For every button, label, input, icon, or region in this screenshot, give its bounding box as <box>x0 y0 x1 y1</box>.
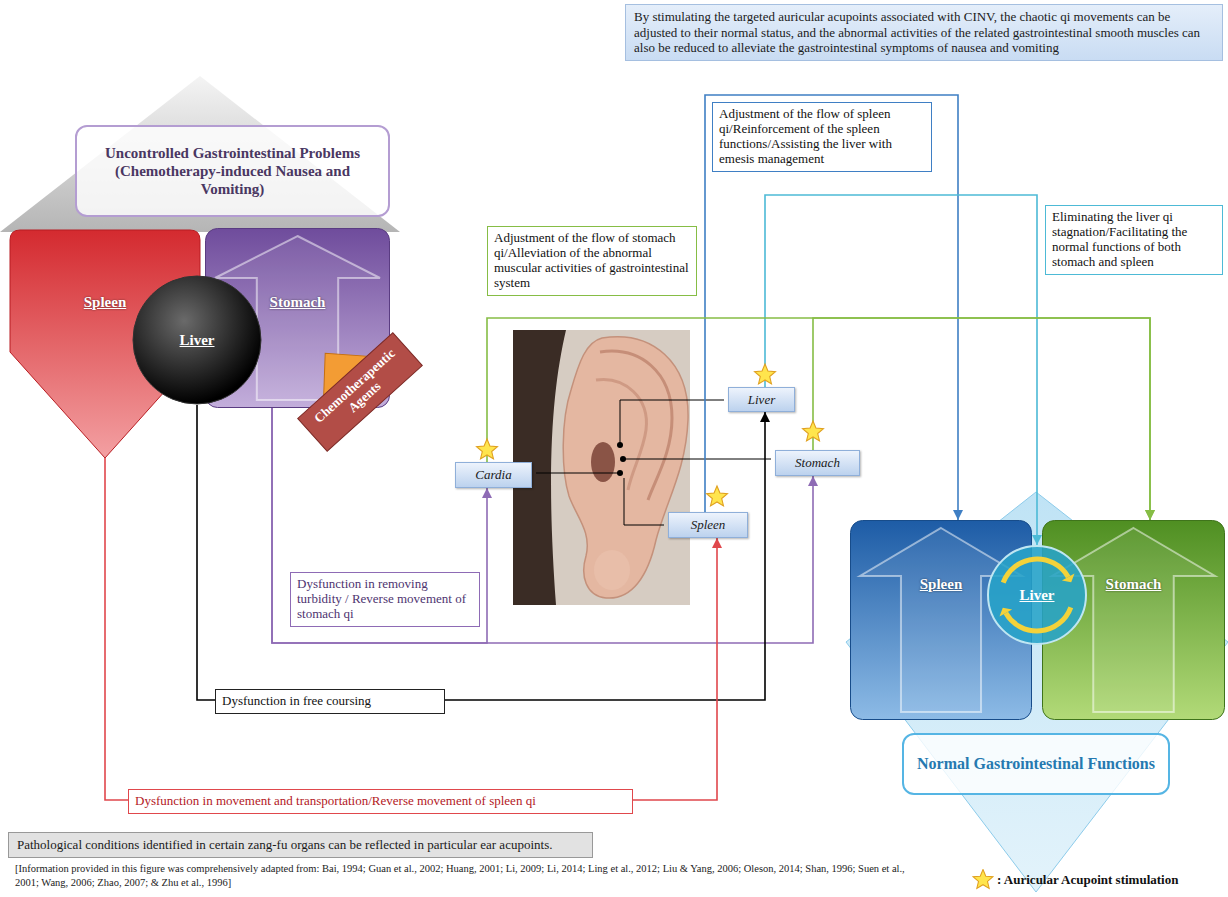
problem-heading: Uncontrolled Gastrointestinal Problems (… <box>75 125 390 217</box>
edge-label: Adjustment of the flow of spleen qi/Rein… <box>712 102 932 172</box>
legend-star-shape <box>973 870 993 889</box>
edge-label: Dysfunction in free coursing <box>215 689 445 714</box>
organ-block <box>1043 521 1225 720</box>
cycle-arrow <box>1003 559 1068 583</box>
summary-note: By stimulating the targeted auricular ac… <box>625 4 1223 61</box>
node-text: Cardia <box>475 467 511 483</box>
node-text: Stomach <box>795 455 840 471</box>
connector-line <box>813 318 1150 520</box>
connector-line <box>705 95 958 520</box>
legend-text: : Auricular Acupoint stimulation <box>997 872 1178 888</box>
leader-line <box>623 459 771 460</box>
acupoint-star <box>707 486 728 506</box>
liver-circle-shape <box>988 546 1086 644</box>
connector-line <box>272 408 813 643</box>
node-text: Normal Gastrointestinal Functions <box>917 754 1155 773</box>
legend-star <box>972 869 994 891</box>
node-text: Spleen <box>84 294 127 311</box>
ear-photo <box>513 330 690 605</box>
leader-line <box>620 400 724 445</box>
edge-label: Eliminating the liver qi stagnation/Faci… <box>1045 205 1223 275</box>
acupoint-star <box>477 439 498 459</box>
ear-outline <box>563 337 688 598</box>
node-text: Stomach <box>270 294 326 311</box>
node-text: Uncontrolled Gastrointestinal Problems (… <box>87 144 378 198</box>
node-text: Liver <box>180 332 215 349</box>
connector-line <box>197 405 765 700</box>
cycle-arrow-head <box>1000 608 1013 617</box>
cycle-arrow <box>1006 607 1071 631</box>
source-note: [Information provided in this figure was… <box>15 862 925 889</box>
ear-concha <box>591 442 615 482</box>
acupoint-star <box>755 364 776 384</box>
node-text: Spleen <box>920 576 963 593</box>
ear-helix <box>600 351 672 500</box>
connector-line <box>487 318 1150 520</box>
liver-circle-shape <box>133 276 261 404</box>
liver-circle: Liver <box>987 545 1087 645</box>
node-text: Pathological conditions identified in ce… <box>17 837 584 853</box>
problem-arrow <box>0 76 400 232</box>
normal-heading: Normal Gastrointestinal Functions <box>902 733 1170 795</box>
edge-label: Adjustment of the flow of stomach qi/All… <box>487 226 697 296</box>
acupoint-box: Liver <box>728 387 795 412</box>
liver-circle: Liver <box>132 275 262 405</box>
node-text: Spleen <box>691 517 726 533</box>
acupoint-dot <box>617 442 623 448</box>
node-text: Stomach <box>1106 576 1162 593</box>
edge-label: Dysfunction in movement and transportati… <box>128 789 633 814</box>
ear-lobe <box>594 550 630 590</box>
organ-arrow-outline <box>1052 528 1215 712</box>
node-text: Liver <box>748 392 775 408</box>
acupoint-star <box>803 421 824 441</box>
acupoint-dot <box>617 470 623 476</box>
leader-line <box>624 478 664 525</box>
note-box: Pathological conditions identified in ce… <box>8 832 593 858</box>
edge-label: Dysfunction in removing turbidity / Reve… <box>290 572 480 627</box>
node-text: By stimulating the targeted auricular ac… <box>634 9 1214 56</box>
node-text: Liver <box>1020 587 1055 604</box>
connector-line <box>765 195 1037 545</box>
leader-line <box>536 473 620 474</box>
cycle-arrow-head <box>1062 574 1075 583</box>
acupoint-box: Stomach <box>775 450 860 476</box>
acupoint-box: Spleen <box>668 512 748 538</box>
legend-entry: : Auricular Acupoint stimulation <box>972 869 1178 891</box>
acupoint-dot <box>620 456 626 462</box>
acupoint-box: Cardia <box>455 462 532 488</box>
chemo-box <box>298 333 423 451</box>
connector-line <box>105 458 717 800</box>
connector-line <box>272 408 487 643</box>
normal-arrow <box>846 492 1228 892</box>
